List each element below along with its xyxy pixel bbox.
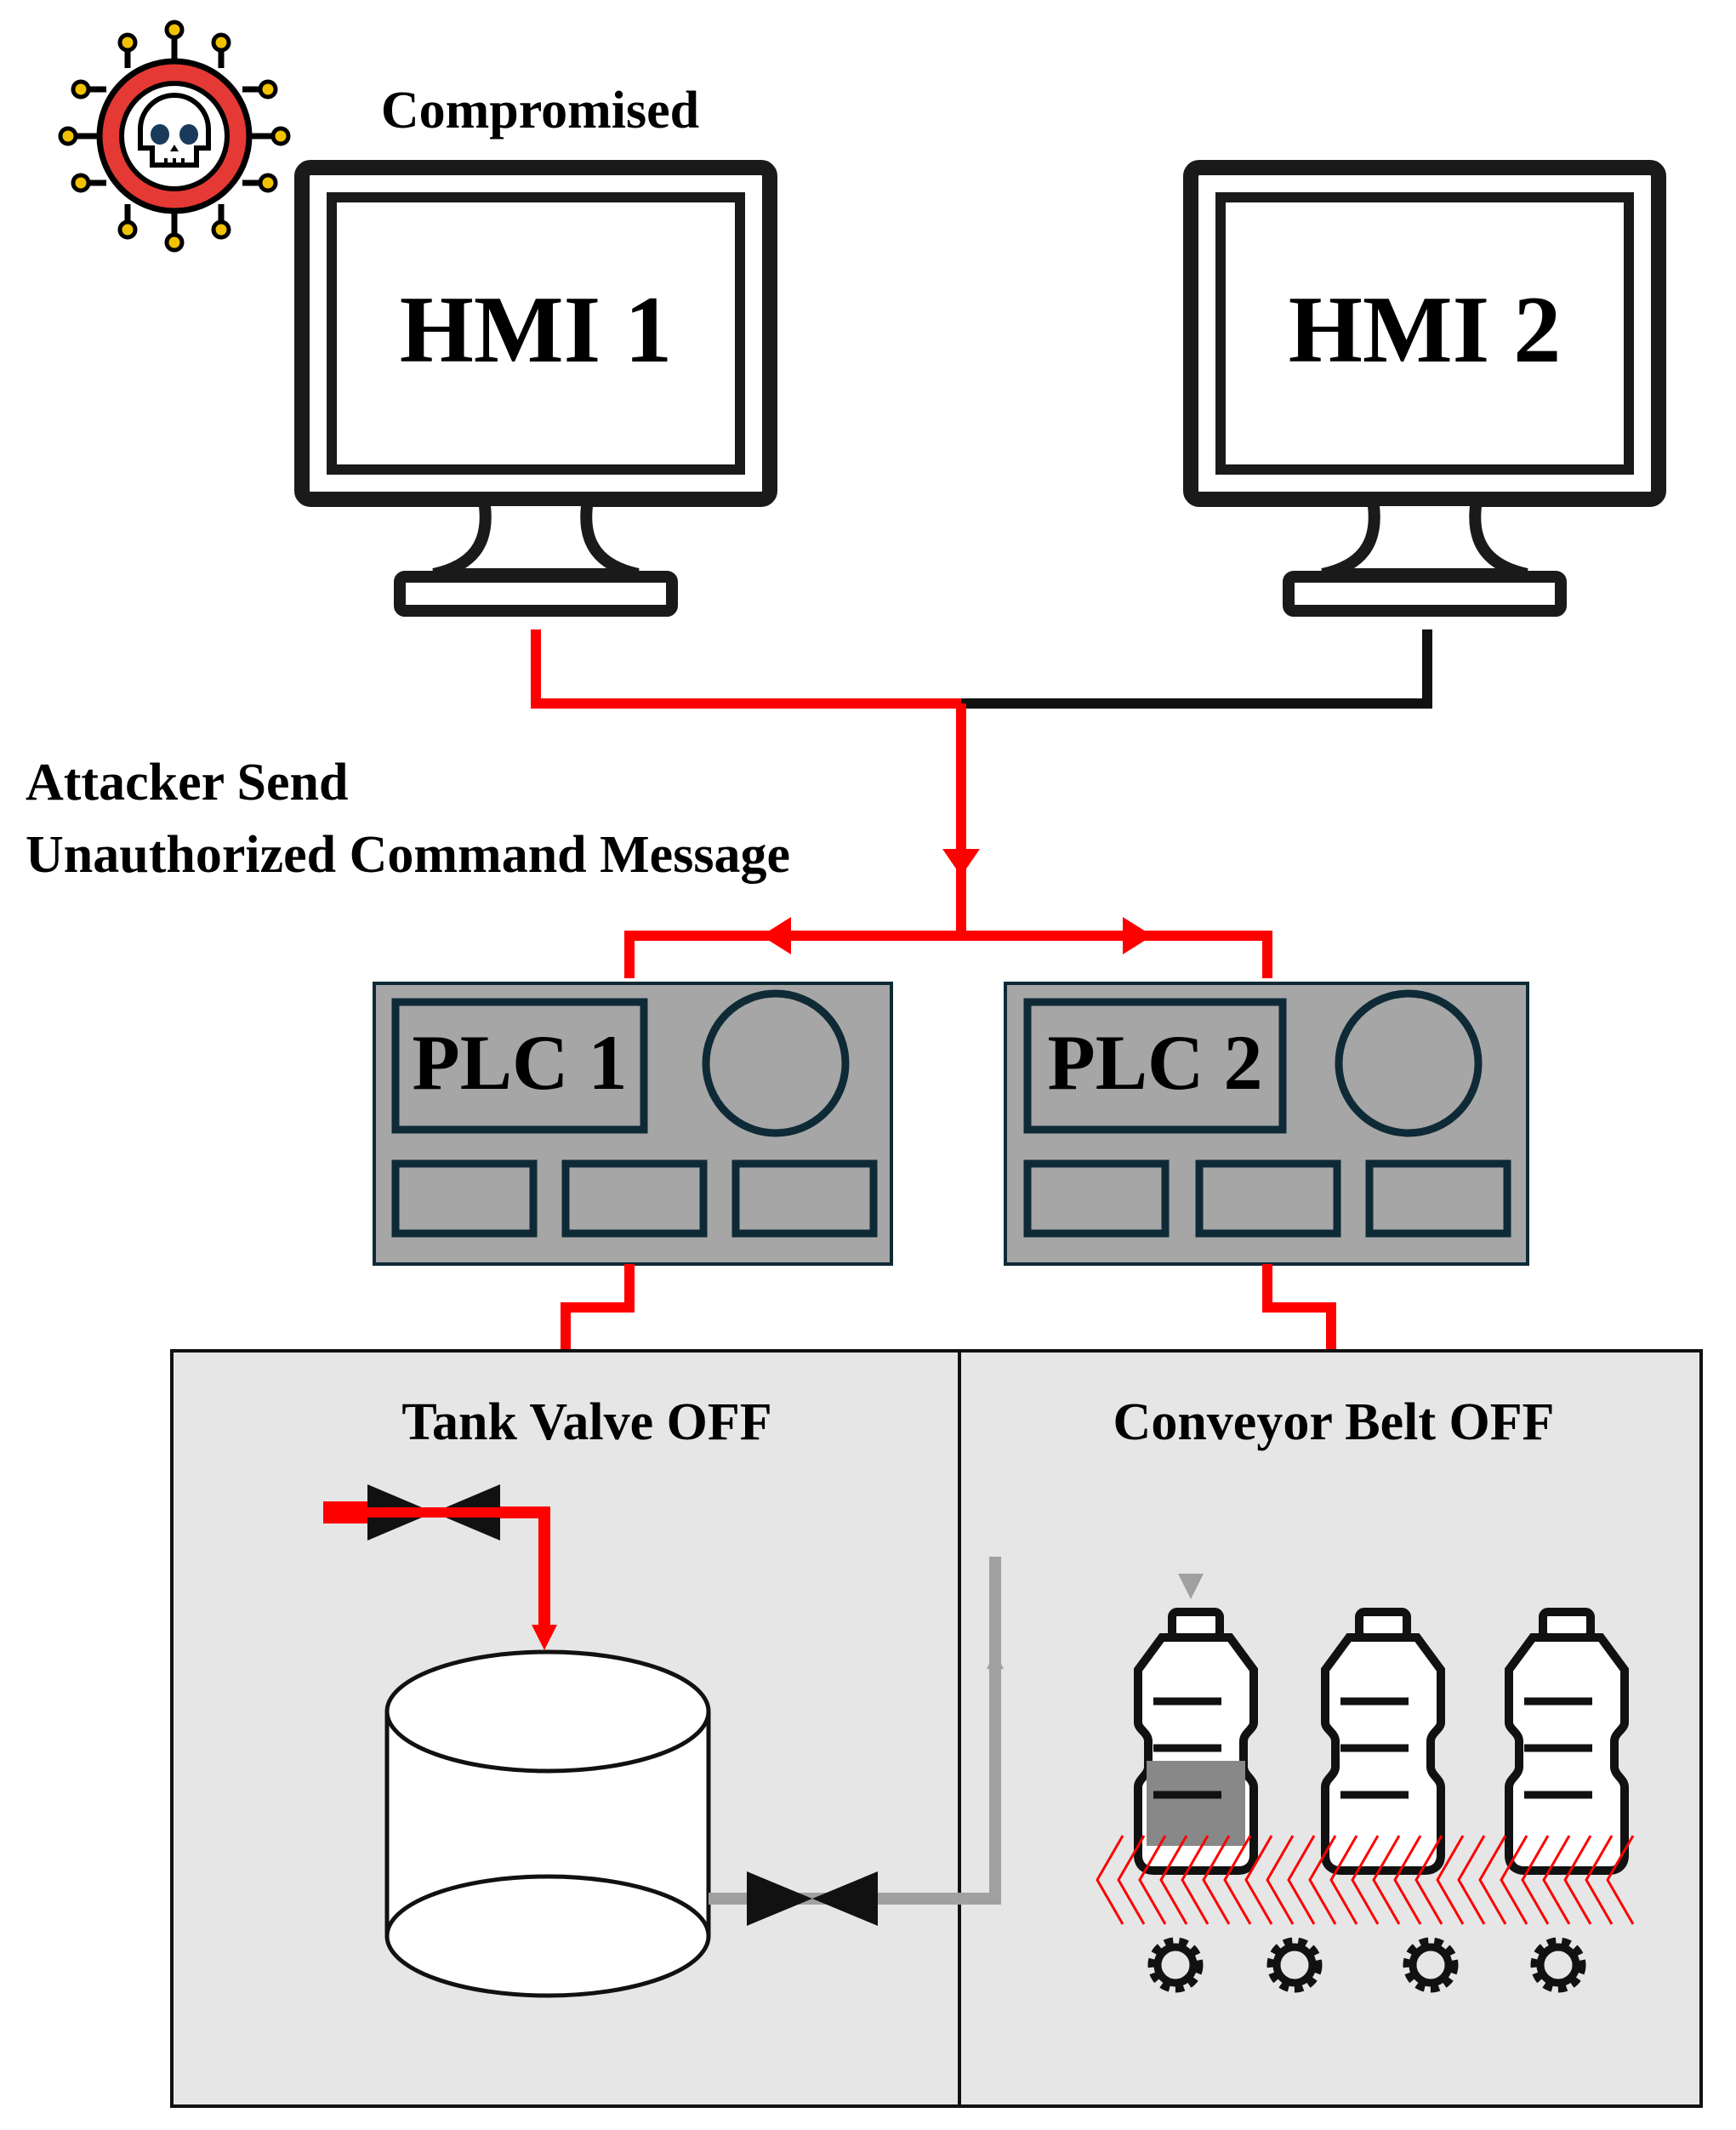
hmi-2-link bbox=[961, 629, 1432, 709]
plc-2-indicator bbox=[1335, 989, 1483, 1137]
pipe-arrow-icon bbox=[987, 1652, 1004, 1669]
hmi-1-attack-link bbox=[531, 629, 961, 709]
plc-1-attack-link bbox=[624, 931, 961, 978]
right-arrow-icon bbox=[1123, 917, 1153, 954]
pipe-arrow-icon bbox=[1178, 1574, 1204, 1599]
plc-1-indicator bbox=[702, 989, 850, 1137]
plc-1-module bbox=[391, 1159, 538, 1238]
plc-1: PLC 1 bbox=[373, 982, 893, 1266]
gear-icon bbox=[1266, 1937, 1323, 1993]
attacker-text-line1: Attacker Send bbox=[26, 754, 348, 812]
virus-skull-icon bbox=[58, 20, 291, 253]
tank-icon bbox=[384, 1649, 711, 1998]
conveyor-belt-status: Conveyor Belt OFF bbox=[1113, 1393, 1555, 1451]
plc-2: PLC 2 bbox=[1004, 982, 1529, 1266]
plc-2-module bbox=[1023, 1159, 1170, 1238]
compromised-label: Compromised bbox=[381, 82, 699, 140]
monitor-icon bbox=[1183, 160, 1666, 617]
plc-process-links bbox=[561, 1264, 1336, 1351]
network-links bbox=[531, 629, 1432, 978]
plc-2-module bbox=[1365, 1159, 1511, 1238]
hmi-2-label: HMI 2 bbox=[1289, 277, 1561, 383]
monitor-icon bbox=[294, 160, 777, 617]
conveyor-belt bbox=[1096, 1835, 1635, 1925]
bottle-icon bbox=[1134, 1608, 1258, 1875]
bottle-icon bbox=[1321, 1608, 1445, 1875]
plc-1-module bbox=[561, 1159, 708, 1238]
attacker-text-line2: Unauthorized Command Message bbox=[26, 826, 790, 884]
valve-icon bbox=[367, 1484, 500, 1541]
gear-icon bbox=[1147, 1937, 1204, 1993]
bottle-icon bbox=[1505, 1608, 1629, 1875]
hmi-1-label: HMI 1 bbox=[400, 277, 672, 383]
valve-icon bbox=[747, 1871, 878, 1926]
plc-2-label: PLC 2 bbox=[1048, 1019, 1263, 1106]
hmi-1-monitor: HMI 1 bbox=[294, 160, 777, 617]
plc-1-module bbox=[731, 1159, 878, 1238]
plc-2-attack-link bbox=[961, 931, 1272, 978]
plc-1-label: PLC 1 bbox=[413, 1019, 628, 1106]
gear-icon bbox=[1403, 1937, 1459, 1993]
down-arrow-icon bbox=[942, 849, 980, 876]
gear-icon bbox=[1530, 1937, 1586, 1993]
plc-2-module bbox=[1195, 1159, 1341, 1238]
left-arrow-icon bbox=[761, 917, 791, 954]
hmi-2-monitor: HMI 2 bbox=[1183, 160, 1666, 617]
tank-valve-status: Tank Valve OFF bbox=[401, 1393, 771, 1451]
